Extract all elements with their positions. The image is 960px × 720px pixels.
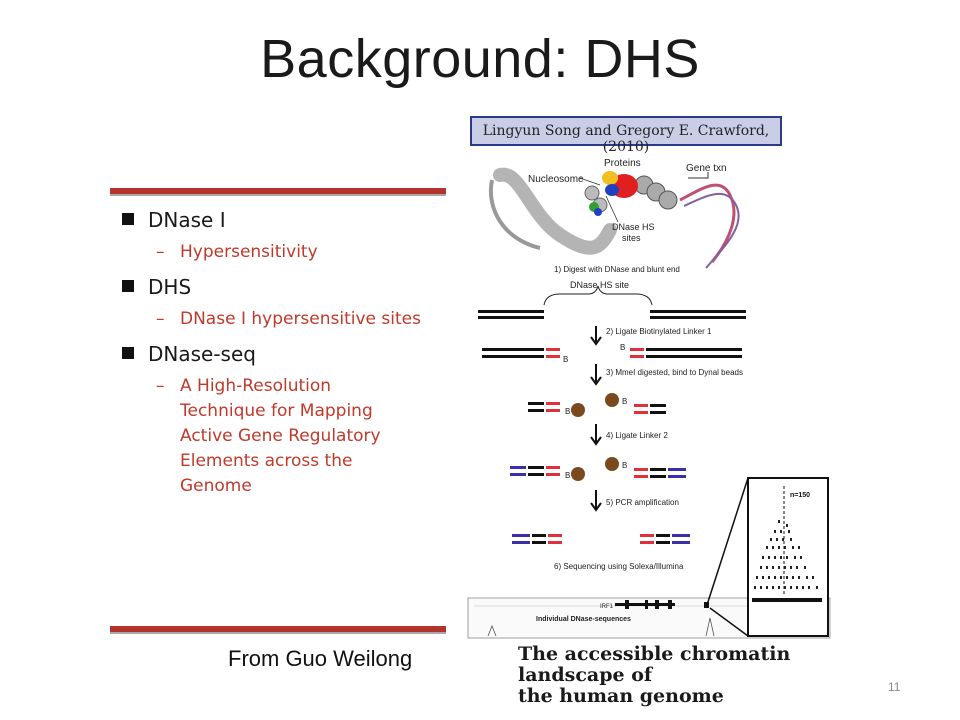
sub-bullet: –DNase I hypersensitive sites [120,307,450,332]
paper-title-line: the human genome [518,685,724,707]
step-6-text: 6) Sequencing using Solexa/Illumina [554,562,684,571]
step-3-text: 3) MmeI digested, bind to Dynal beads [606,368,743,377]
dna-fragment-row-4: B B [510,457,686,481]
bullet-square-icon [122,280,134,292]
nucleosome [584,185,600,201]
hs-site-brace [543,285,653,306]
dynal-bead [605,457,619,471]
dash-icon: – [156,309,165,329]
step-5-text: 5) PCR amplification [606,498,679,507]
reference-box: Lingyun Song and Gregory E. Crawford, (2… [470,116,782,155]
step-1-text: 1) Digest with DNase and blunt end [554,265,680,274]
proteins-label: Proteins [604,158,641,169]
down-arrow [590,424,602,446]
biotin-label: B [565,471,570,480]
sub-bullet-line: A High-Resolution [180,376,332,396]
biotin-label: B [622,461,627,470]
chromatin-fiber [493,167,617,255]
sub-bullet-text: DNase I hypersensitive sites [180,309,421,329]
paper-title-line: The accessible chromatin landscape of [518,643,791,686]
track-label: Individual DNase-sequences [536,616,631,623]
dna-fragment-row-5 [512,534,690,544]
down-arrow [590,326,602,346]
sub-bullet-text: Hypersensitivity [180,242,318,262]
dna-fragment-row-3: B B [528,393,666,417]
read-stack [754,520,818,589]
dash-icon: – [156,242,165,262]
zoom-inset: n=150 [705,477,829,637]
dnase-hs-sites-label-2: sites [622,233,641,243]
paper-title: The accessible chromatin landscape of th… [518,644,888,707]
reference-text: Lingyun Song and Gregory E. Crawford, (2… [482,123,770,155]
gene-txn-arrow [688,172,709,179]
protein-blue-small [594,208,602,216]
bullet-square-icon [122,347,134,359]
top-rule [110,188,446,196]
gene-txn-label: Gene txn [686,163,727,174]
gene-label: IRF1 [600,604,614,610]
dna-fragment-row-1 [478,310,746,319]
inset-baseline [752,598,822,602]
dna-fragment-row-2: B B [482,343,742,364]
protein-blue [605,184,619,196]
bullet-list: DNase I –Hypersensitivity DHS –DNase I h… [120,208,450,509]
biotin-label: B [622,397,627,406]
dynal-bead [571,403,585,417]
dna-helix-2 [683,192,740,269]
chromatin-fiber-left [488,179,541,250]
n-label: n=150 [790,492,810,499]
slide-title: Background: DHS [260,29,700,89]
page-number: 11 [888,680,901,694]
sub-bullet-line: Active Gene Regulatory [180,426,381,446]
sub-bullet-line: Elements across the [180,451,353,471]
credit-text: From Guo Weilong [228,646,413,671]
bullet-label: DNase I [148,208,226,232]
biotin-label: B [565,407,570,416]
down-arrow [590,364,602,386]
bullet-square-icon [122,213,134,225]
nucleosome-label: Nucleosome [528,174,584,185]
zoom-line [709,607,749,637]
nucleosome [658,190,678,210]
bullet-dnase-i: DNase I [120,208,450,232]
dnase-hs-sites-label: DNase HS [612,222,655,232]
bullet-dnase-seq: DNase-seq [120,342,450,366]
step-4-text: 4) Ligate Linker 2 [606,431,668,440]
bottom-rule [110,626,446,634]
pointer-line [579,177,601,186]
dynal-bead [571,467,585,481]
sub-bullet: – A High-Resolution Technique for Mappin… [120,374,450,499]
bullet-label: DHS [148,275,192,299]
dna-helix [679,183,736,263]
chromatin-illustration: Proteins Nucleosome Gene txn DNase HS si… [488,158,740,269]
step-2-text: 2) Ligate Biotinylated Linker 1 [606,327,712,336]
zoom-line [705,477,749,609]
sub-bullet: –Hypersensitivity [120,240,450,265]
dnase-hs-site-label: DNase HS site [570,280,629,290]
protein-yellow [602,171,618,185]
bullet-label: DNase-seq [148,342,256,366]
sub-bullet-line: Technique for Mapping [180,401,373,421]
down-arrow [590,490,602,512]
bullet-dhs: DHS [120,275,450,299]
dynal-bead [605,393,619,407]
biotin-label: B [620,343,625,352]
pointer-line [605,195,619,223]
dash-icon: – [156,376,165,396]
biotin-label: B [563,355,568,364]
sub-bullet-line: Genome [180,476,252,496]
